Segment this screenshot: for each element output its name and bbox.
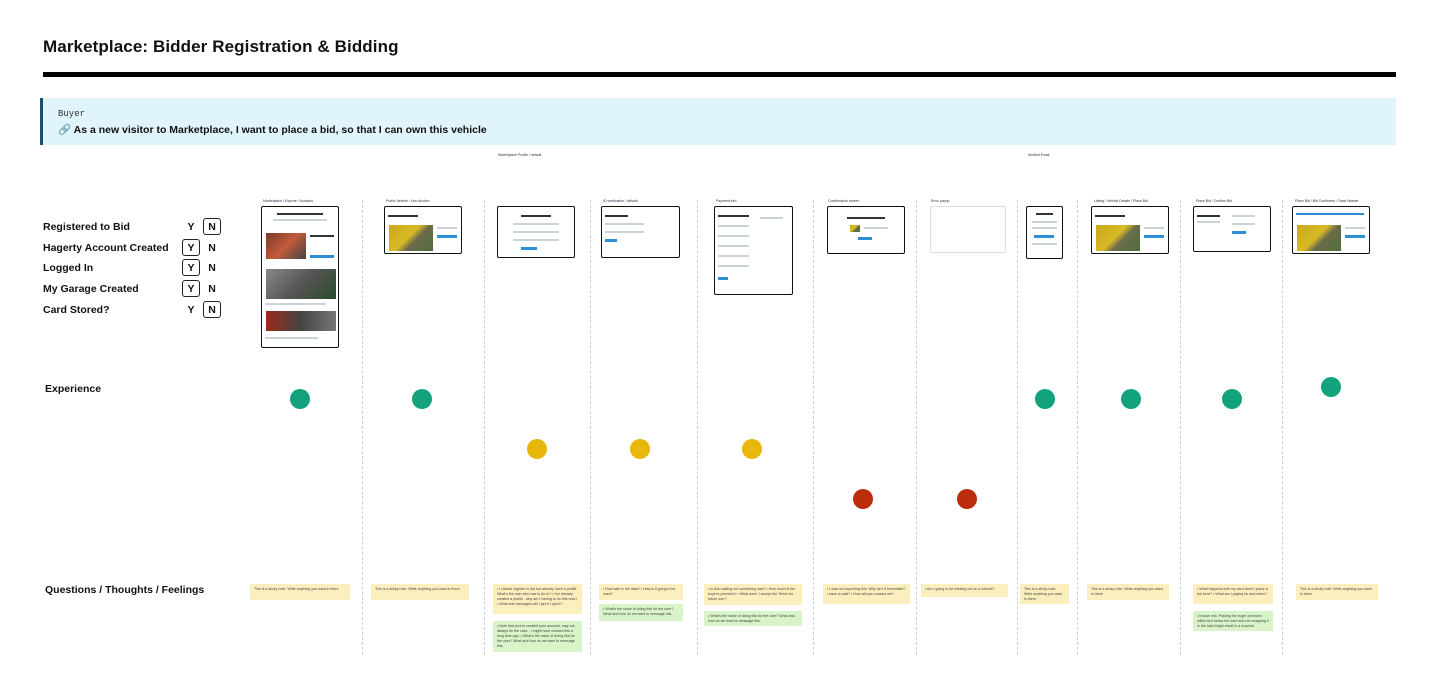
experience-dot-positive <box>1121 389 1141 409</box>
sticky-note[interactable]: • Am I going to be missing out on a vehi… <box>921 584 1008 597</box>
section-caption: Marketplace Profile / default <box>498 153 542 157</box>
experience-dot-positive <box>1035 389 1055 409</box>
column-divider <box>1282 200 1283 655</box>
flag-no[interactable]: N <box>208 241 216 254</box>
sticky-note[interactable]: This is a sticky note. Write anything yo… <box>1087 584 1169 600</box>
screen-caption: Marketplace / Explore / Auctions <box>263 199 313 203</box>
sticky-note[interactable]: • I clicked register to bid but already … <box>493 584 582 614</box>
flag-label: My Garage Created <box>43 282 139 295</box>
flag-yes[interactable]: Y <box>187 220 195 233</box>
experience-dot-positive <box>412 389 432 409</box>
column-divider <box>1077 200 1078 655</box>
screen-caption: Confirmation screen <box>828 199 860 203</box>
experience-dot-negative <box>853 489 873 509</box>
flag-yes[interactable]: Y <box>187 303 195 316</box>
sticky-note[interactable]: • What happens with my card when I place… <box>1193 584 1273 604</box>
column-divider <box>1017 200 1018 655</box>
screen-thumbnail-explore[interactable] <box>261 206 339 348</box>
story-text-line: 🔗 As a new visitor to Marketplace, I wan… <box>58 123 487 136</box>
flag-my-garage: My Garage Created <box>43 280 183 297</box>
experience-dot-positive <box>1222 389 1242 409</box>
column-divider <box>1180 200 1181 655</box>
sticky-note[interactable]: • I was not expecting this. Why isn't it… <box>823 584 910 604</box>
sticky-note[interactable]: • Known risk: Placing the buyer premium … <box>1193 611 1273 631</box>
screen-thumbnail-profile[interactable] <box>497 206 575 258</box>
screen-thumbnail-verified-email[interactable] <box>1026 206 1063 259</box>
screen-thumbnail-live-auction[interactable] <box>384 206 462 254</box>
story-role: Buyer <box>58 109 86 119</box>
screen-thumbnail-payment-info[interactable] <box>714 206 793 295</box>
title-divider <box>43 72 1396 77</box>
experience-dot-neutral <box>742 439 762 459</box>
flag-logged-in: Logged In <box>43 259 183 276</box>
flag-hagerty-account: Hagerty Account Created <box>43 239 183 256</box>
sticky-note[interactable]: • Note that you've created your account,… <box>493 621 582 652</box>
column-divider <box>590 200 591 655</box>
column-divider <box>362 200 363 655</box>
sticky-note[interactable]: This is a sticky note. Write anything yo… <box>371 584 469 600</box>
screen-caption: ID verification / default <box>603 199 638 203</box>
flag-no-selected[interactable]: N <box>203 218 221 235</box>
screen-thumbnail-error-popup[interactable] <box>930 206 1006 253</box>
column-divider <box>697 200 698 655</box>
flag-yes-selected[interactable]: Y <box>182 259 200 276</box>
sticky-note[interactable]: This is a sticky note. Write anything yo… <box>1296 584 1378 600</box>
flag-yes-selected[interactable]: Y <box>182 280 200 297</box>
flag-label: Card Stored? <box>43 303 110 316</box>
sticky-note[interactable]: • Is this making me something now? • How… <box>704 584 802 605</box>
user-story-banner: Buyer 🔗 As a new visitor to Marketplace,… <box>40 98 1396 145</box>
column-divider <box>916 200 917 655</box>
flag-label: Hagerty Account Created <box>43 241 169 254</box>
flag-card-stored: Card Stored? <box>43 301 183 318</box>
column-divider <box>484 200 485 655</box>
experience-row-label: Experience <box>45 383 102 395</box>
screen-caption: Place Bid / Confirm Bid <box>1196 199 1232 203</box>
flag-label: Logged In <box>43 261 94 274</box>
sticky-note[interactable]: This is a sticky note. Write anything yo… <box>1020 584 1069 604</box>
screen-caption: Error popup <box>931 199 950 203</box>
screen-caption: Public Vehicle / Live Auction <box>386 199 430 203</box>
screen-thumbnail-place-bid[interactable] <box>1091 206 1169 254</box>
flag-no[interactable]: N <box>208 282 216 295</box>
flag-yes-selected[interactable]: Y <box>182 239 200 256</box>
screen-caption: Listing / Vehicle Details / Place Bid <box>1094 199 1148 203</box>
questions-row-label: Questions / Thoughts / Feelings <box>45 584 205 596</box>
page-title: Marketplace: Bidder Registration & Biddi… <box>43 37 399 56</box>
column-divider <box>813 200 814 655</box>
experience-dot-negative <box>957 489 977 509</box>
experience-dot-positive <box>290 389 310 409</box>
section-caption: Verified Email <box>1028 153 1050 157</box>
sticky-note[interactable]: This is a sticky note. Write anything yo… <box>250 584 350 600</box>
flag-no[interactable]: N <box>208 261 216 274</box>
flag-no-selected[interactable]: N <box>203 301 221 318</box>
experience-dot-neutral <box>527 439 547 459</box>
screen-caption: Payment info <box>716 199 737 203</box>
flag-registered-to-bid: Registered to Bid <box>43 218 183 235</box>
experience-dot-neutral <box>630 439 650 459</box>
screen-thumbnail-id-verification[interactable] <box>601 206 680 258</box>
link-icon: 🔗 <box>58 124 74 136</box>
screen-caption: Place Bid / Bid Confirmed / Toast Header <box>1295 199 1359 203</box>
sticky-note[interactable]: • How safe is the data? • How is it goin… <box>599 584 683 600</box>
sticky-note[interactable]: • What's the value of doing this for the… <box>599 604 683 621</box>
flag-label: Registered to Bid <box>43 220 130 233</box>
screen-thumbnail-confirm-bid[interactable] <box>1193 206 1271 252</box>
experience-dot-positive <box>1321 377 1341 397</box>
sticky-note[interactable]: • What's the value of doing this for the… <box>704 611 802 626</box>
story-text: As a new visitor to Marketplace, I want … <box>73 124 487 136</box>
screen-thumbnail-confirmation[interactable] <box>827 206 905 254</box>
screen-thumbnail-bid-confirmed[interactable] <box>1292 206 1370 254</box>
